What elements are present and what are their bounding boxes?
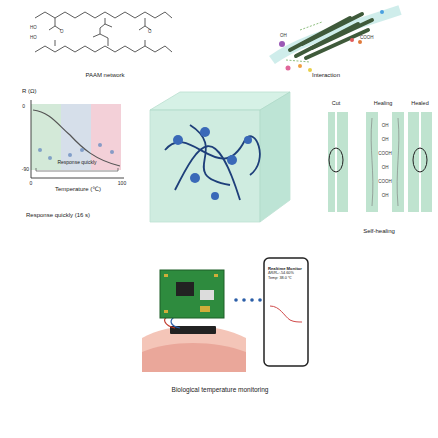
screen-text: Temp: 38.0 ℃ xyxy=(268,276,304,281)
text-label: OH xyxy=(382,194,389,199)
text-label: OH xyxy=(280,34,287,39)
text-label: 0 xyxy=(22,104,25,110)
screen-text: ΔR/R₀:-54.60% xyxy=(268,271,304,276)
interaction-sketch xyxy=(272,10,400,72)
text-label: OH xyxy=(382,124,389,129)
text-label: HO xyxy=(30,26,37,31)
text-label: Biological temperature monitoring xyxy=(172,386,269,393)
text-label: COOH xyxy=(360,36,374,41)
resistance-chart xyxy=(31,100,124,178)
text-label: 100 xyxy=(118,181,126,187)
text-label: COOH xyxy=(378,180,392,185)
text-label: Self-healing xyxy=(363,228,395,235)
text-label: Healed xyxy=(411,100,428,106)
text-label: Response quickly (16 s) xyxy=(26,212,90,219)
monitoring-sketch xyxy=(142,258,308,372)
text-label: O xyxy=(60,30,64,35)
text-label: 0 xyxy=(30,181,33,187)
hydrogel-cube xyxy=(150,92,290,222)
text-label: PAAM network xyxy=(85,72,124,79)
paam-structure xyxy=(35,12,172,52)
text-label: Cut xyxy=(332,100,341,106)
screen-text: Realtime Monitor xyxy=(268,266,304,271)
phone-screen: Realtime MonitorΔR/R₀:-54.60%Temp: 38.0 … xyxy=(267,264,305,304)
text-label: COOH xyxy=(378,152,392,157)
text-label: -90 xyxy=(22,167,29,173)
text-label: OH xyxy=(382,138,389,143)
text-label: Interaction xyxy=(312,72,340,79)
text-label: R (Ω) xyxy=(22,88,36,95)
text-label: OH xyxy=(382,166,389,171)
text-label: HO xyxy=(30,36,37,41)
text-label: Healing xyxy=(374,100,393,106)
text-label: Temperature (℃) xyxy=(55,186,101,193)
self-healing-sketch xyxy=(328,112,432,212)
text-label: O xyxy=(148,30,152,35)
text-label: Response quickly xyxy=(57,160,96,166)
